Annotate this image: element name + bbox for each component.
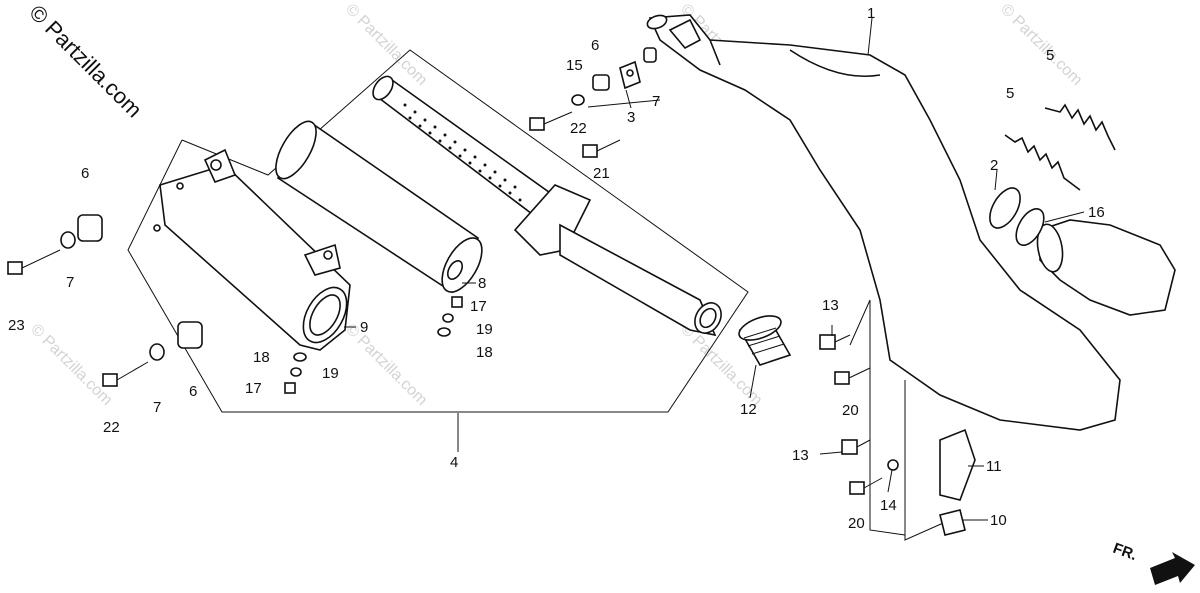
front-label: FR. [1111,540,1140,564]
gasket-part-2 [989,187,1021,229]
callout-11: 11 [986,458,1002,475]
callout-22-bottom: 22 [103,419,120,436]
callout-16: 16 [1088,204,1105,221]
middle-hardware [284,296,463,394]
callout-3: 3 [627,109,635,126]
muffler-shell-part-9 [153,148,351,351]
callout-17-right: 17 [470,298,487,315]
spring-part-5-upper [1044,103,1116,151]
callout-19-left: 19 [322,365,339,382]
callout-13-lower: 13 [792,447,809,464]
leader-lines [344,17,1085,521]
packing-part-8 [275,120,483,294]
callout-22-top: 22 [570,120,587,137]
callout-7-bottom: 7 [153,399,161,416]
spring-part-5-lower [1004,134,1081,191]
callout-18-right: 18 [476,344,493,361]
callout-19-right: 19 [476,321,493,338]
callout-2: 2 [990,157,998,174]
upper-hardware [529,47,661,158]
front-direction-indicator: FR. [1111,540,1195,585]
callout-5-lower: 5 [1006,85,1014,102]
joint-rubber-part-12 [738,315,792,366]
callout-9: 9 [360,319,368,336]
callout-7-left: 7 [66,274,74,291]
callout-12: 12 [740,401,757,418]
callout-20-lower: 20 [848,515,865,532]
left-hardware [7,214,203,387]
bracket-assembly [819,299,976,541]
perforated-inner-pipe [372,75,722,337]
callout-13-upper: 13 [822,297,839,314]
callout-6-left: 6 [81,165,89,182]
callout-8: 8 [478,275,486,292]
callout-15: 15 [566,57,583,74]
callout-6-bottom: 6 [189,383,197,400]
brand-logo-text: © Partzilla.com [24,0,147,122]
callout-14: 14 [880,497,897,514]
callout-6-top: 6 [591,37,599,54]
callout-5-upper: 5 [1046,47,1054,64]
callout-18-left: 18 [253,349,270,366]
callout-4: 4 [450,454,458,471]
watermark-text: © Partzilla.com [342,321,430,409]
gasket-part-16 [1015,208,1045,246]
expansion-chamber-part-1 [646,14,1176,431]
callout-7-top: 7 [652,93,660,110]
callout-labels: 1 2 3 4 5 5 6 6 6 7 7 7 8 9 10 11 12 13 … [8,5,1105,532]
callout-23: 23 [8,317,25,334]
watermark-text: © Partzilla.com [27,321,115,409]
callout-17-left: 17 [245,380,262,397]
callout-21: 21 [593,165,610,182]
watermark-text: © Partzilla.com [997,1,1085,89]
callout-10: 10 [990,512,1007,529]
callout-1: 1 [867,5,875,22]
callout-20-upper: 20 [842,402,859,419]
